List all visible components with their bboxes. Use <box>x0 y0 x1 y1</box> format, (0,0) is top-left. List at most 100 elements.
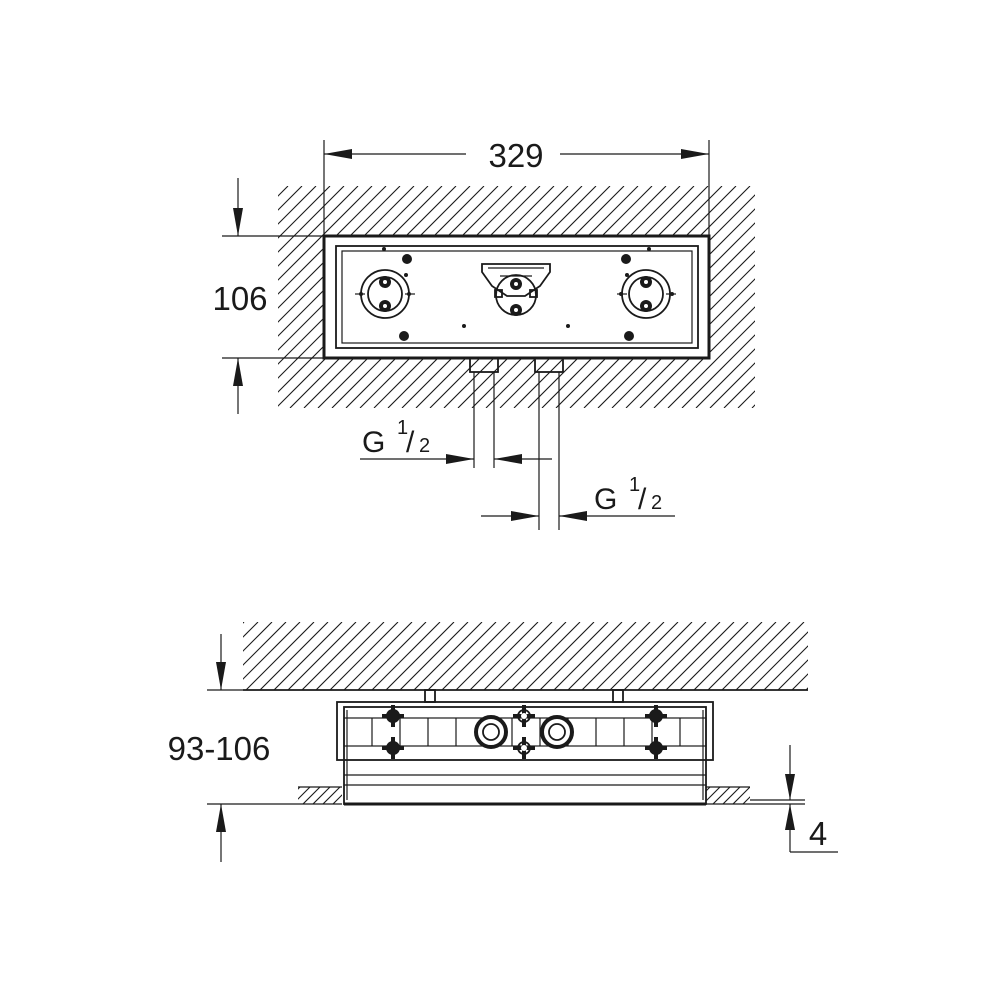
inlet-right-sup: 1 <box>629 474 640 496</box>
hatch-line <box>862 622 930 690</box>
hatch-line <box>301 622 371 690</box>
hatch-line <box>808 186 1000 408</box>
inlet-right-label: G <box>594 483 617 516</box>
hatch-line <box>278 186 359 408</box>
install-depth-dim-text: 93-106 <box>168 730 271 767</box>
width-dim-text: 329 <box>488 137 543 174</box>
depth-dim-text: 106 <box>212 280 267 317</box>
hatch-line <box>611 186 755 408</box>
hatch-line <box>455 622 525 690</box>
valve-cross-right-top <box>645 705 667 727</box>
flange-dim-text: 4 <box>809 815 827 852</box>
center-valve <box>481 263 551 316</box>
hatch-line <box>681 186 755 408</box>
hatch-line <box>243 622 245 624</box>
hatch-line <box>317 186 541 408</box>
hatch-line <box>693 622 763 690</box>
hatch-line <box>322 787 341 804</box>
width-dimension: 329 <box>323 137 710 236</box>
ledge-left <box>298 786 380 805</box>
inlet-right-dimension: G 1 / 2 <box>481 474 675 521</box>
hatch-line <box>567 622 637 690</box>
hatch-line <box>278 186 317 408</box>
hatch-line <box>278 186 471 408</box>
hatch-line <box>892 186 1000 408</box>
inlet-left-label: G <box>362 426 385 459</box>
hatch-line <box>278 186 485 408</box>
hatch-line <box>513 186 737 408</box>
side-view: 93-106 4 <box>168 622 930 862</box>
hatch-line <box>331 186 555 408</box>
inlet-right-slash: / <box>638 483 647 516</box>
wall-hatching-side <box>243 622 930 690</box>
hatch-line <box>667 186 755 408</box>
hatch-line <box>723 186 755 408</box>
hatch-line <box>278 186 345 408</box>
hatch-line <box>737 186 755 408</box>
inlet-left-sub: 2 <box>419 435 430 457</box>
connector-ring-right <box>540 715 574 749</box>
hatch-line <box>976 186 1000 408</box>
hatch-line <box>287 622 357 690</box>
hatch-line <box>353 787 370 804</box>
hatch-line <box>525 622 595 690</box>
hatch-line <box>706 787 711 792</box>
hatch-line <box>315 622 385 690</box>
hatch-line <box>569 186 755 408</box>
flange-dimension: 4 <box>750 745 838 853</box>
hatch-line <box>553 622 623 690</box>
hatch-line <box>721 622 791 690</box>
hatch-line <box>742 796 750 804</box>
hatch-line <box>303 186 527 408</box>
inlet-left-dimension: G 1 / 2 <box>360 417 552 464</box>
hatch-line <box>906 186 1000 408</box>
hatch-line <box>555 186 755 408</box>
hatch-line <box>243 622 273 652</box>
hatch-line <box>766 186 988 408</box>
hatch-line <box>427 622 497 690</box>
hatch-line <box>609 622 679 690</box>
hatch-line <box>243 622 287 666</box>
hatch-line <box>934 186 1000 408</box>
hatch-line <box>962 186 1000 408</box>
hatch-line <box>329 622 399 690</box>
hatch-line <box>363 787 380 804</box>
hatch-line <box>278 186 499 408</box>
hatch-line <box>469 622 539 690</box>
hatch-line <box>735 622 805 690</box>
hatch-line <box>948 186 1000 408</box>
hatch-line <box>278 186 331 408</box>
wall-hatching-top <box>278 186 1000 408</box>
hatch-line <box>243 622 301 680</box>
hatch-line <box>751 186 755 408</box>
hatch-line <box>373 186 597 408</box>
mounting-holes <box>382 247 651 341</box>
side-housing <box>336 689 714 806</box>
inlet-left-sup: 1 <box>397 417 408 439</box>
install-depth-dimension: 93-106 <box>168 634 298 862</box>
hatch-line <box>485 186 709 408</box>
hatch-line <box>259 622 329 690</box>
hatch-line <box>278 186 415 408</box>
hatch-line <box>749 631 808 690</box>
inlet-left-slash: / <box>406 426 415 459</box>
hatch-line <box>399 622 469 690</box>
hatch-line <box>278 186 429 408</box>
hatch-line <box>780 186 1000 408</box>
hatch-line <box>511 622 581 690</box>
hatch-line <box>820 622 888 690</box>
hatch-line <box>343 622 413 690</box>
hatch-line <box>343 787 360 804</box>
right-valve <box>617 269 676 319</box>
hatch-line <box>441 622 511 690</box>
hatch-line <box>637 622 707 690</box>
inlet-pipes <box>469 357 564 530</box>
hatch-line <box>712 787 731 804</box>
hatch-line <box>527 186 751 408</box>
hatch-line <box>471 186 695 408</box>
hatch-line <box>298 787 301 790</box>
hatch-line <box>278 186 401 408</box>
hatch-line <box>791 673 808 690</box>
hatch-line <box>848 622 916 690</box>
hatch-line <box>312 787 331 804</box>
